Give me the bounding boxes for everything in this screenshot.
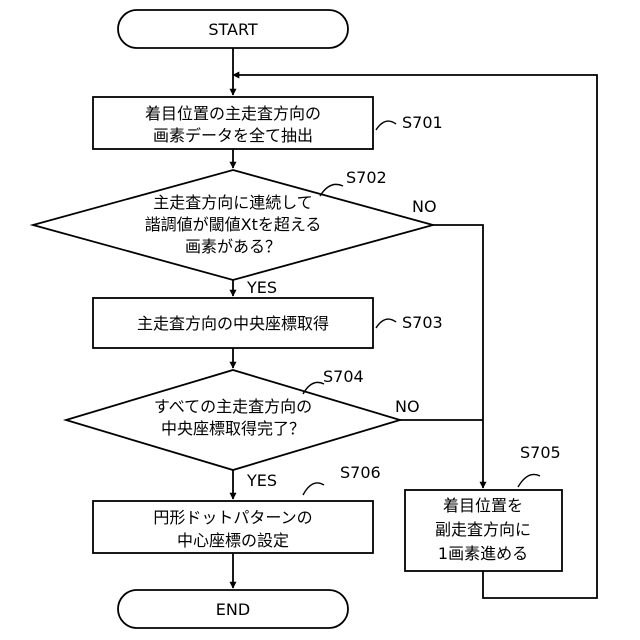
s703-line-1: 主走査方向の中央座標取得 — [137, 314, 329, 333]
s704-id-label: S704 — [323, 367, 364, 386]
s701-line-1: 着目位置の主走査方向の — [145, 104, 321, 123]
s701-id-label: S701 — [402, 113, 443, 132]
s702-yes-label: YES — [246, 278, 277, 297]
s704-no-label: NO — [395, 397, 420, 416]
s706-leader — [303, 483, 324, 495]
s701-line-2: 画素データを全て抽出 — [153, 126, 313, 145]
s705-id-label: S705 — [520, 443, 561, 462]
s705-line-3: 1画素進める — [438, 544, 528, 563]
end-label: END — [216, 600, 250, 619]
s701-leader — [376, 121, 396, 130]
s704-line-1: すべての主走査方向の — [154, 397, 312, 416]
s703-id-label: S703 — [402, 313, 443, 332]
s702-no-label: NO — [412, 197, 437, 216]
s704-line-2: 中央座標取得完了？ — [161, 419, 305, 438]
s702-id-label: S702 — [346, 168, 387, 187]
s705-line-1: 着目位置を — [443, 496, 523, 515]
s705-line-2: 副走査方向に — [435, 520, 531, 539]
s702-line-2: 諧調値が閾値Xtを超える — [145, 215, 322, 234]
s704-yes-label: YES — [246, 471, 277, 490]
start-label: START — [208, 20, 258, 39]
s703-leader — [376, 319, 396, 328]
s705-leader — [518, 474, 540, 487]
s706-id-label: S706 — [340, 463, 381, 482]
s706-line-1: 円形ドットパターンの — [153, 508, 312, 527]
s702-line-3: 画素がある？ — [185, 237, 281, 256]
s706-line-2: 中心座標の設定 — [177, 531, 289, 550]
edge-s702-no-to-s705 — [433, 225, 483, 488]
s702-line-1: 主走査方向に連続して — [153, 193, 313, 212]
